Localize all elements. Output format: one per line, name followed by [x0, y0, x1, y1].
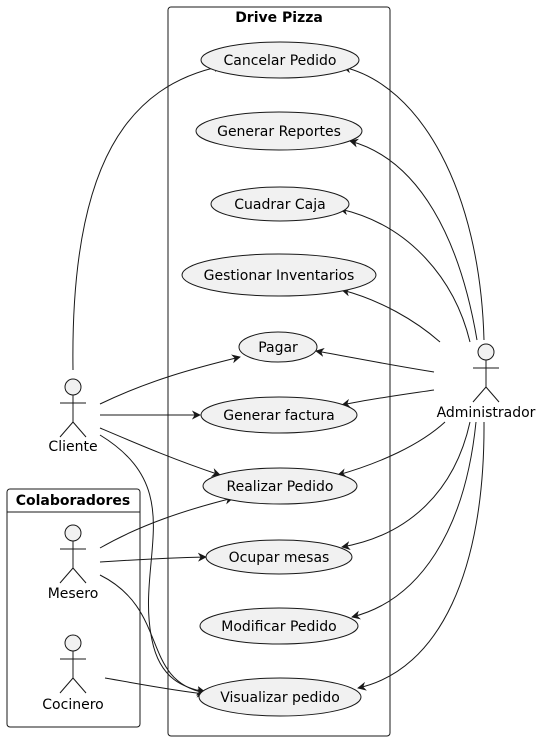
use-case-cancelar-pedido-label: Cancelar Pedido — [224, 53, 337, 69]
use-case-ocupar-mesas-label: Ocupar mesas — [229, 550, 330, 566]
edge-cliente-cancelar-pedido — [72, 63, 223, 371]
use-case-generar-reportes[interactable]: Generar Reportes — [195, 111, 363, 151]
use-case-realizar-pedido[interactable]: Realizar Pedido — [202, 467, 358, 505]
use-case-gestionar-inventarios[interactable]: Gestionar Inventarios — [181, 253, 377, 297]
edge-cliente-visualizar-pedido — [99, 434, 206, 695]
edges — [72, 63, 485, 698]
use-case-visualizar-pedido[interactable]: Visualizar pedido — [198, 677, 362, 717]
use-case-cancelar-pedido[interactable]: Cancelar Pedido — [200, 41, 360, 79]
use-case-visualizar-pedido-label: Visualizar pedido — [220, 690, 340, 706]
use-case-ocupar-mesas[interactable]: Ocupar mesas — [205, 539, 353, 575]
use-case-generar-factura[interactable]: Generar factura — [200, 396, 358, 434]
edge-cliente-realizar-pedido — [99, 427, 221, 477]
edge-admin-visualizar-pedido — [357, 421, 485, 691]
edge-mesero-realizar-pedido — [99, 495, 234, 549]
edge-admin-generar-factura — [341, 389, 435, 408]
edge-cliente-pagar — [99, 354, 241, 405]
actor-mesero-label: Mesero — [48, 586, 99, 602]
use-case-modificar-pedido[interactable]: Modificar Pedido — [199, 607, 359, 645]
use-cases: Cancelar Pedido Generar Reportes Cuadrar… — [181, 41, 377, 717]
edge-mesero-visualizar-pedido — [99, 574, 206, 696]
use-case-generar-factura-label: Generar factura — [223, 408, 334, 424]
edge-admin-generar-reportes — [349, 138, 478, 341]
package-colaboradores: Colaboradores — [6, 488, 141, 728]
actor-cocinero[interactable]: Cocinero — [42, 634, 104, 713]
use-case-cuadrar-caja[interactable]: Cuadrar Caja — [210, 186, 350, 222]
use-case-modificar-pedido-label: Modificar Pedido — [221, 619, 337, 635]
edge-admin-modificar-pedido — [351, 421, 477, 620]
edge-admin-realizar-pedido — [337, 421, 446, 478]
package-drive-pizza-title: Drive Pizza — [235, 10, 323, 26]
edge-cocinero-visualizar-pedido — [104, 677, 206, 698]
edge-admin-cuadrar-caja — [339, 206, 471, 343]
package-drive-pizza: Drive Pizza — [167, 6, 391, 737]
actor-cliente[interactable]: Cliente — [48, 378, 98, 455]
package-colaboradores-title: Colaboradores — [16, 493, 131, 509]
edge-admin-cancelar-pedido — [342, 64, 485, 341]
use-case-gestionar-inventarios-label: Gestionar Inventarios — [204, 268, 355, 284]
actor-administrador[interactable]: Administrador — [437, 343, 536, 421]
edge-admin-ocupar-mesas — [341, 421, 471, 551]
actor-mesero[interactable]: Mesero — [48, 524, 99, 602]
actor-cliente-label: Cliente — [48, 439, 97, 455]
use-case-generar-reportes-label: Generar Reportes — [217, 124, 341, 140]
actor-administrador-label: Administrador — [437, 405, 536, 421]
use-case-pagar[interactable]: Pagar — [238, 331, 318, 363]
edge-admin-pagar — [315, 347, 435, 373]
use-case-realizar-pedido-label: Realizar Pedido — [227, 479, 334, 495]
edge-admin-gestionar-inventarios — [341, 287, 441, 343]
use-case-cuadrar-caja-label: Cuadrar Caja — [234, 197, 325, 213]
edge-mesero-ocupar-mesas — [99, 552, 207, 563]
actor-cocinero-label: Cocinero — [42, 697, 103, 713]
use-case-pagar-label: Pagar — [258, 340, 298, 356]
